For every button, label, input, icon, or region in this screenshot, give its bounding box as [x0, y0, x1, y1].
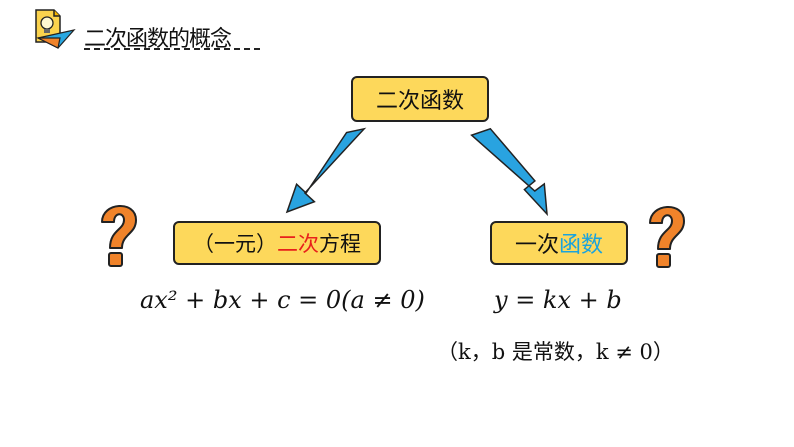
arrow-left [285, 127, 367, 214]
linear-function-box: 一次函数 [490, 221, 628, 265]
linear-function-formula: y = kx + b [494, 286, 622, 314]
quadratic-equation-formula: ax² + bx + c = 0(a ≠ 0) [140, 286, 425, 314]
title-underline [84, 48, 260, 50]
linear-function-condition: （k，b 是常数，k ≠ 0） [437, 340, 674, 364]
linear-function-highlight: 函数 [559, 233, 604, 258]
quadratic-equation-suffix: 方程 [319, 232, 361, 256]
linear-function-prefix: 一次 [514, 233, 559, 258]
lightbulb-paper-plane-icon [35, 9, 76, 49]
quadratic-function-box: 二次函数 [351, 76, 489, 122]
slide-header: 二次函数的概念 [30, 8, 262, 52]
quadratic-function-label: 二次函数 [375, 89, 464, 114]
quadratic-equation-highlight: 二次 [277, 232, 319, 256]
arrow-right [470, 127, 548, 217]
question-mark-icon [101, 205, 137, 267]
page-title: 二次函数的概念 [84, 27, 232, 52]
quadratic-equation-box: （一元）二次方程 [173, 221, 381, 265]
question-mark-icon [649, 206, 685, 268]
quadratic-equation-prefix: （一元） [193, 232, 277, 256]
